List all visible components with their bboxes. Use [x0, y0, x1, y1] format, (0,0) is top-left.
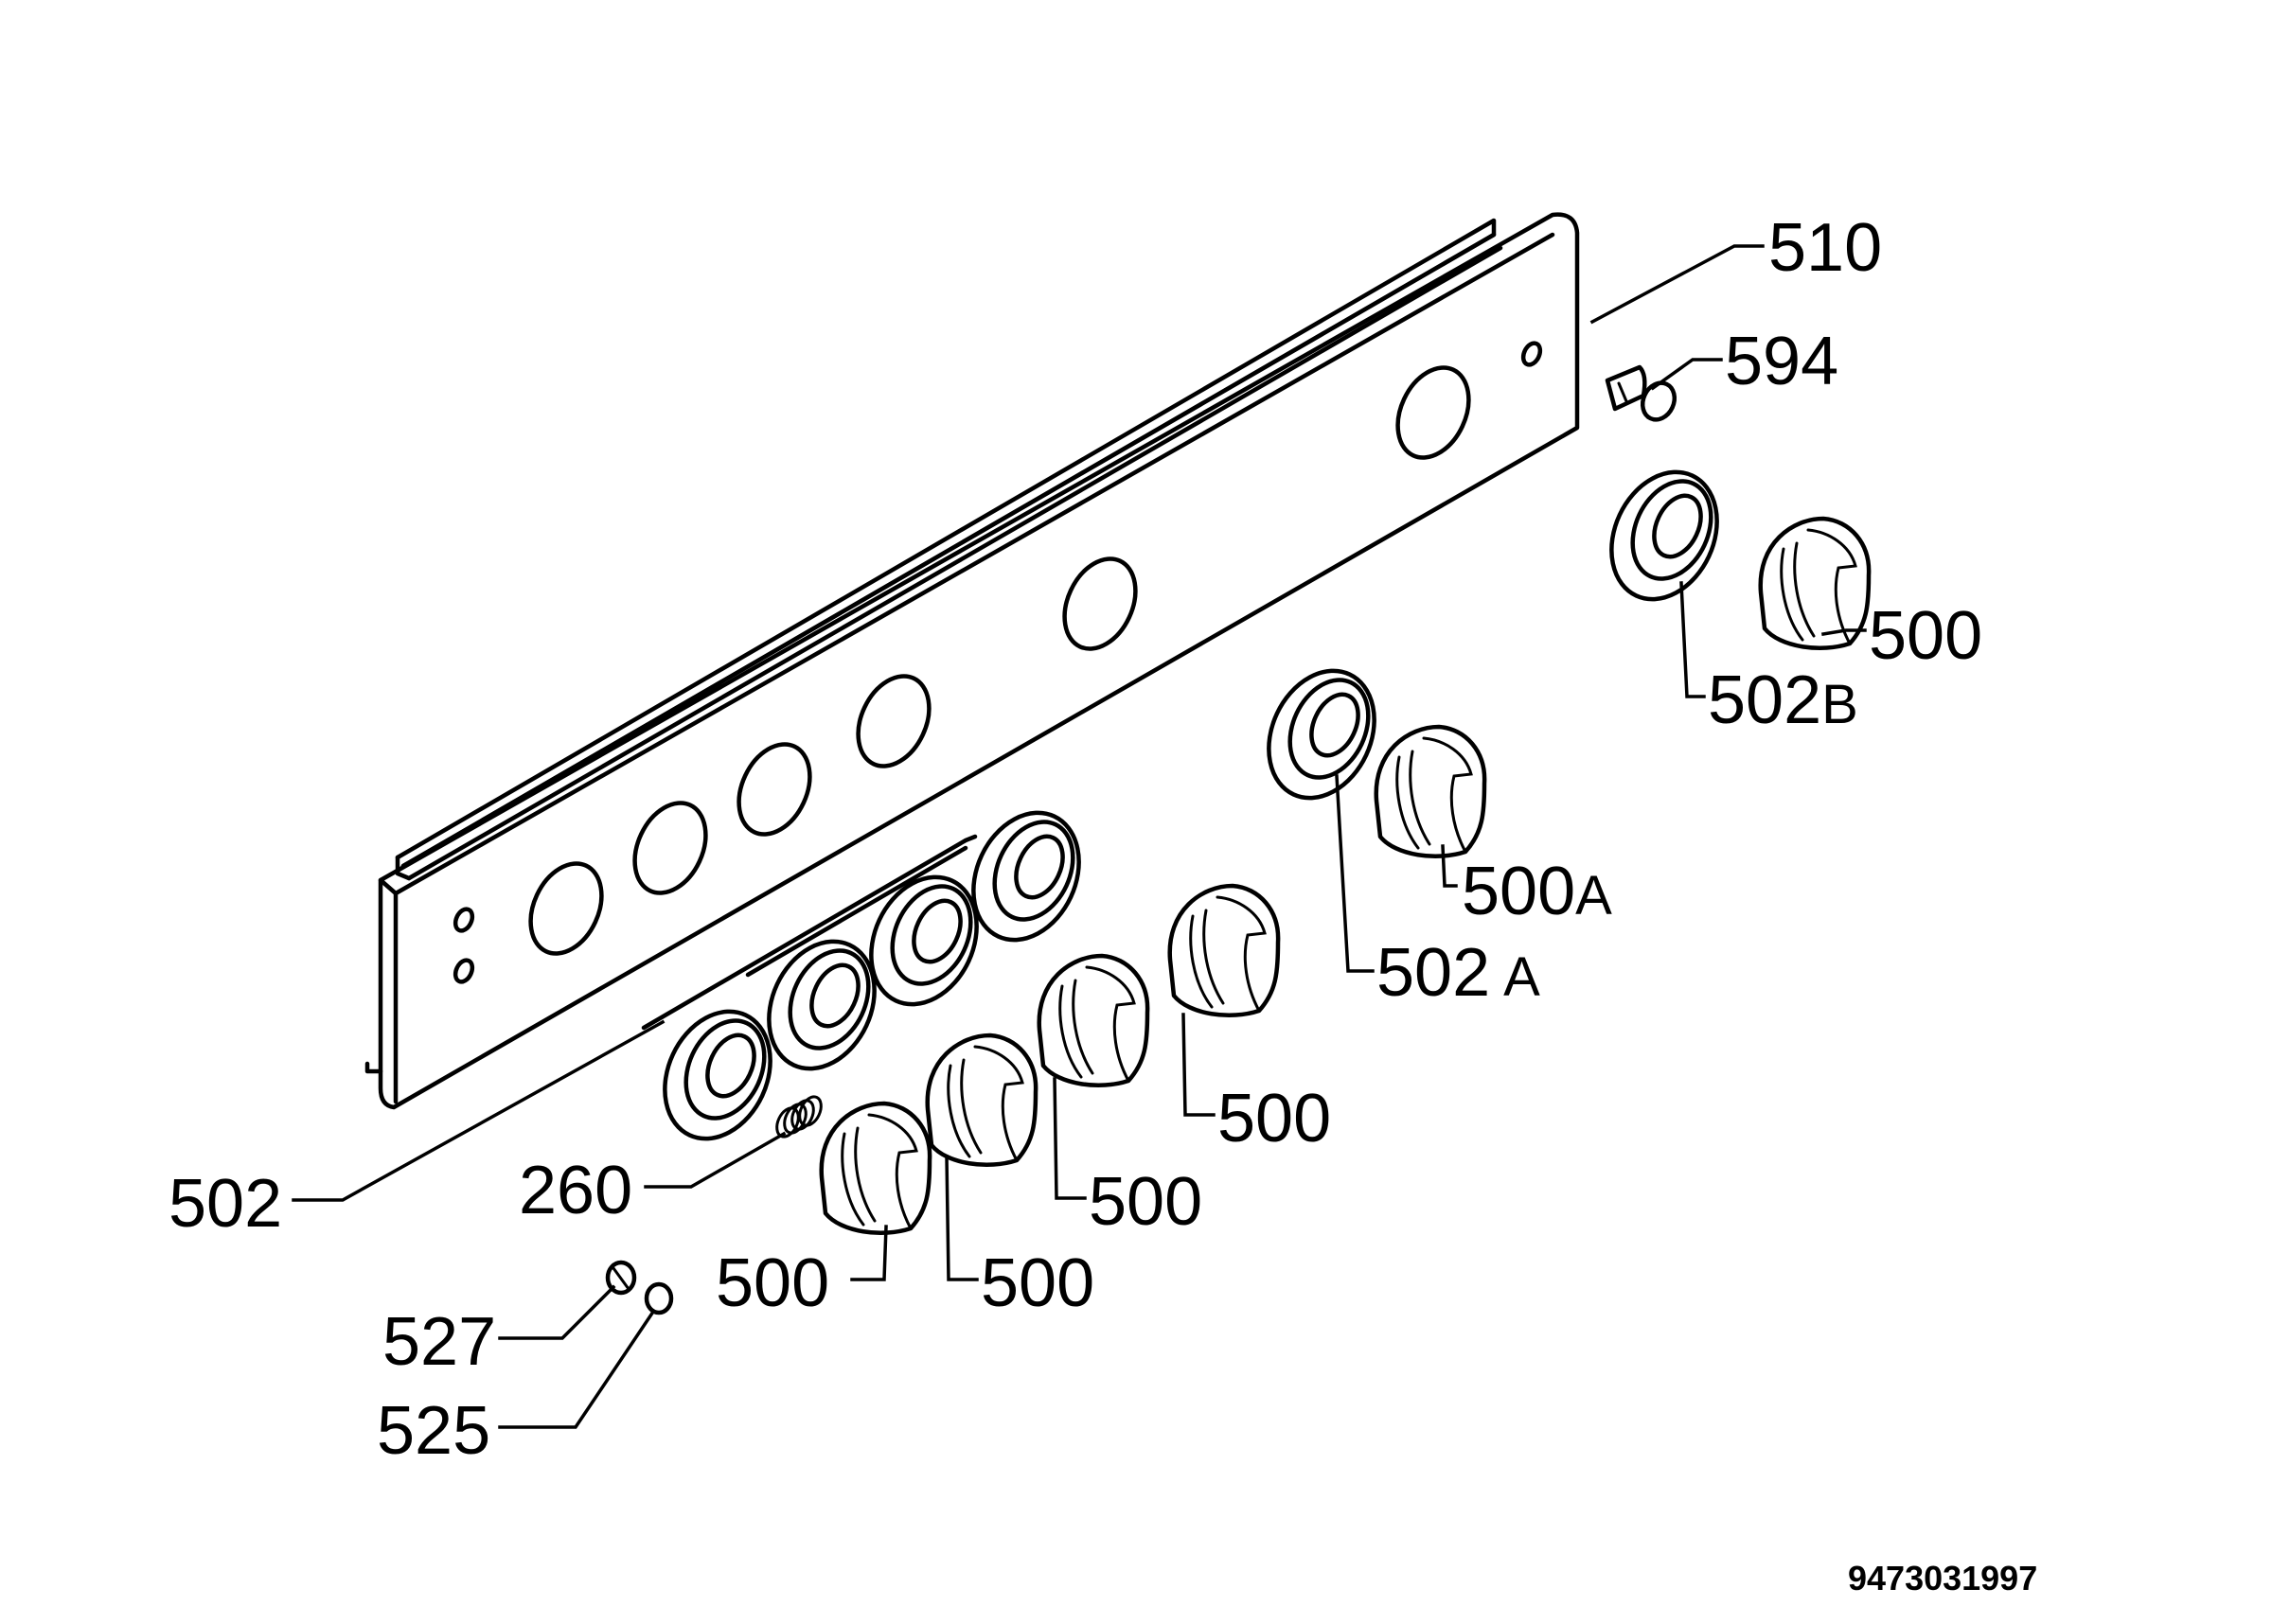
label-502b: 502B — [1708, 662, 1858, 738]
label-502a-number: 502 — [1376, 935, 1490, 1011]
label-500a-number: 500 — [1462, 854, 1575, 929]
label-527: 527 — [382, 1304, 496, 1380]
label-502: 502 — [169, 1166, 282, 1242]
label-500a: 500A — [1462, 854, 1612, 929]
control-panel — [364, 212, 1580, 1110]
label-500-low2: 500 — [981, 1245, 1094, 1321]
label-500-mid2: 500 — [1089, 1164, 1202, 1240]
label-500a-suffix: A — [1575, 865, 1612, 927]
small-cap-part — [605, 1260, 637, 1296]
label-502b-suffix: B — [1821, 674, 1858, 735]
label-500-right: 500 — [1869, 598, 1982, 674]
small-insert-part — [644, 1281, 674, 1315]
bezel-ring — [663, 1009, 772, 1141]
leader-lines — [292, 244, 1867, 1429]
label-510: 510 — [1768, 210, 1882, 286]
label-594: 594 — [1725, 324, 1838, 399]
bezel-ring — [971, 810, 1081, 943]
bezel-ring-group — [641, 810, 1081, 1141]
label-502a-suffix: A — [1503, 946, 1540, 1008]
control-knob — [819, 1101, 932, 1235]
control-knob — [1374, 724, 1487, 858]
control-knob — [1037, 953, 1150, 1087]
bezel-ring — [767, 939, 877, 1071]
bezel-ring-502b — [1609, 469, 1719, 602]
bezel-ring — [869, 874, 979, 1007]
label-500-mid: 500 — [1217, 1081, 1331, 1156]
bezel-ring-502a — [1267, 668, 1376, 801]
label-260: 260 — [519, 1153, 632, 1228]
control-knob — [1167, 883, 1281, 1017]
label-525: 525 — [377, 1393, 490, 1469]
pin-part — [1605, 364, 1677, 422]
drawing-code: 9473031997 — [1848, 1559, 2037, 1598]
control-knob — [925, 1033, 1038, 1167]
control-knob — [1758, 516, 1872, 650]
label-502b-number: 502 — [1708, 662, 1821, 738]
spring-part — [775, 1095, 823, 1139]
label-500-low1: 500 — [716, 1245, 829, 1321]
knob-group — [819, 516, 1872, 1235]
